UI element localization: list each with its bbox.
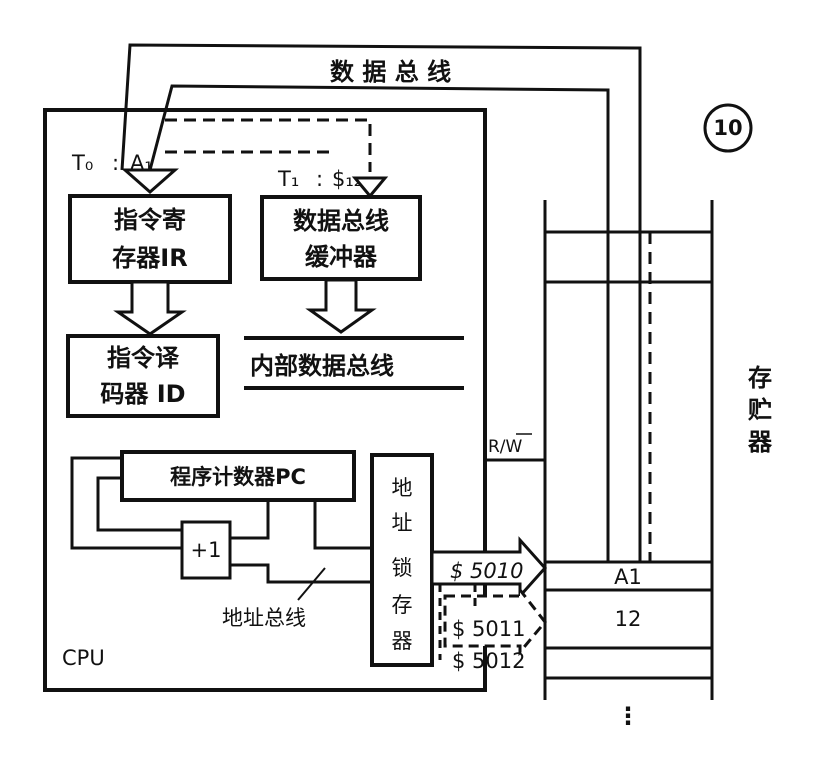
memory-cell-5011: 12 <box>615 607 642 631</box>
cpu-label: CPU <box>62 646 105 670</box>
ir-to-id-arrow <box>113 280 187 336</box>
address-arrow-5011 <box>443 585 547 657</box>
address-bus-leader <box>297 567 326 601</box>
buffer-to-bus-arrow <box>305 278 377 334</box>
buffer-dashed-path <box>165 118 372 172</box>
memory-label-1: 存 <box>748 364 772 392</box>
latch-char-3: 锁 <box>392 556 413 580</box>
rw-label: R/W <box>488 437 523 457</box>
memory-cell-5010: A1 <box>614 565 642 589</box>
address-arrow-5010 <box>430 536 548 600</box>
ir-line1: 指令寄 <box>114 206 186 234</box>
pc-label: 程序计数器PC <box>170 465 306 489</box>
latch-char-4: 存 <box>392 593 413 617</box>
buffer-line1: 数据总线 <box>293 207 389 235</box>
address-bus-label: 地址总线 <box>222 606 306 630</box>
t1-label: T₁ <box>277 167 299 191</box>
buffer-input-arrow <box>351 176 389 199</box>
id-line2: 码器 ID <box>100 380 185 408</box>
program-counter-box <box>120 450 356 502</box>
t0-colon: : <box>112 151 119 175</box>
address-dashed-connector <box>438 584 477 660</box>
data-bus-label: 数 据 总 线 <box>330 58 451 86</box>
buffer-line2: 缓冲器 <box>305 243 378 271</box>
t1-colon: : <box>316 167 323 191</box>
cpu-boundary <box>43 108 487 692</box>
data-bus-lines <box>120 43 642 562</box>
memory-column <box>543 200 714 700</box>
address-5011: $ 5011 <box>452 617 525 641</box>
memory-label-3: 器 <box>747 428 773 456</box>
data-bus-buffer-box <box>260 195 422 281</box>
incrementer-box <box>180 520 232 580</box>
latch-char-1: 地 <box>392 476 413 500</box>
address-5012: $ 5012 <box>452 649 525 673</box>
ir-input-arrow <box>121 168 179 194</box>
address-5010: $ 5010 <box>450 559 523 583</box>
instruction-register-box <box>68 194 232 284</box>
memory-dashed-lines <box>606 232 652 562</box>
latch-char-2: 址 <box>392 511 413 535</box>
pc-feedback-loop <box>70 456 370 584</box>
id-line1: 指令译 <box>107 344 180 372</box>
internal-bus-label: 内部数据总线 <box>250 352 394 380</box>
instruction-decoder-box <box>66 334 220 418</box>
t0-label: T₀ <box>71 151 93 175</box>
incrementer-label: +1 <box>191 538 222 562</box>
figure-number: 10 <box>713 116 742 140</box>
memory-ellipsis: ⋮ <box>616 702 640 730</box>
ir-line2: 存器IR <box>112 244 187 272</box>
latch-char-5: 器 <box>392 629 413 653</box>
figure-number-circle <box>703 103 753 153</box>
memory-label-2: 贮 <box>747 396 772 424</box>
